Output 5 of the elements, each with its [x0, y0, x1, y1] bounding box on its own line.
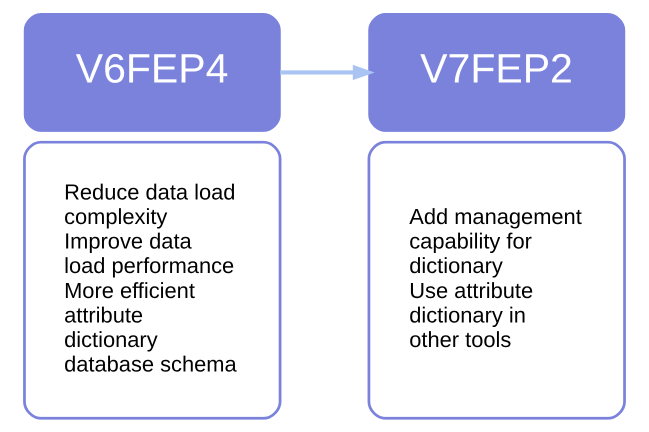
node-box: Add management capability for dictionary Use attribute dictionary in other tools: [368, 140, 626, 420]
node-box: V6FEP4: [24, 13, 281, 132]
node-box: Reduce data load complexity Improve data load performance More efficient attribute dictionary database schema: [23, 140, 282, 420]
node-box: V7FEP2: [368, 13, 626, 132]
arrow: [280, 64, 375, 80]
